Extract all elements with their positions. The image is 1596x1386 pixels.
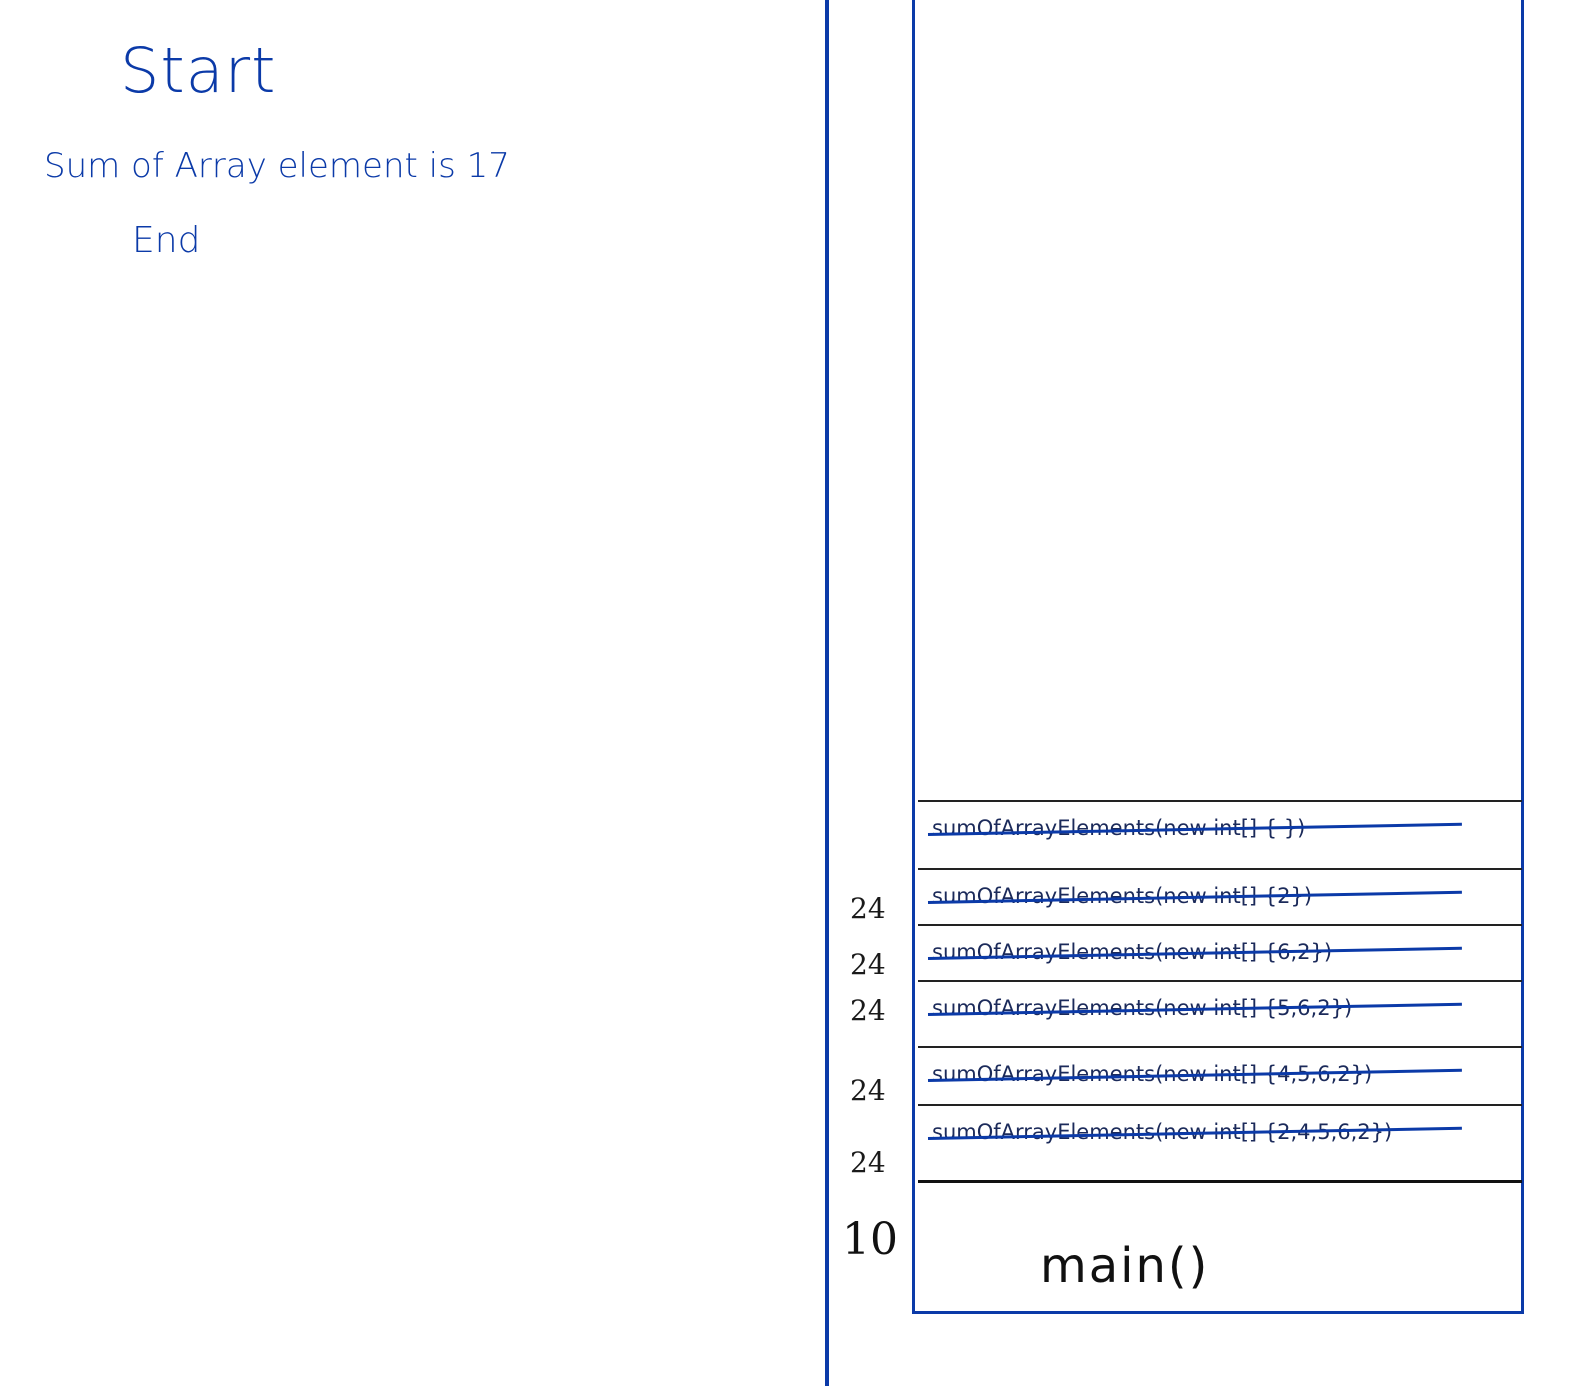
divider-line — [825, 0, 829, 1386]
main-frame-label: main() — [1040, 1238, 1210, 1294]
stack-frame: sumOfArrayElements(new int[] {4,5,6,2}) — [918, 1046, 1522, 1102]
main-frame-separator — [918, 1180, 1522, 1183]
frame-line-number: 24 — [850, 948, 886, 981]
frame-separator — [918, 1104, 1522, 1106]
frame-separator — [918, 800, 1522, 802]
frame-separator — [918, 980, 1522, 982]
output-line: Sum of Array element is 17 — [44, 146, 510, 186]
output-title: Start — [120, 34, 277, 107]
stack-frame: sumOfArrayElements(new int[] {6,2}) — [918, 924, 1522, 980]
stack-frame: sumOfArrayElements(new int[] { }) — [918, 800, 1522, 856]
frame-line-number: 24 — [850, 892, 886, 925]
frame-separator — [918, 1046, 1522, 1048]
frame-separator — [918, 868, 1522, 870]
main-line-number: 10 — [842, 1214, 898, 1265]
call-stack-box — [912, 0, 1524, 1314]
frame-line-number: 24 — [850, 994, 886, 1027]
frame-line-number: 24 — [850, 1146, 886, 1179]
stack-frame: sumOfArrayElements(new int[] {5,6,2}) — [918, 980, 1522, 1036]
stack-frame: sumOfArrayElements(new int[] {2,4,5,6,2}… — [918, 1104, 1522, 1160]
stack-frame: sumOfArrayElements(new int[] {2}) — [918, 868, 1522, 924]
frame-line-number: 24 — [850, 1074, 886, 1107]
frame-separator — [918, 924, 1522, 926]
output-end: End — [132, 220, 201, 261]
